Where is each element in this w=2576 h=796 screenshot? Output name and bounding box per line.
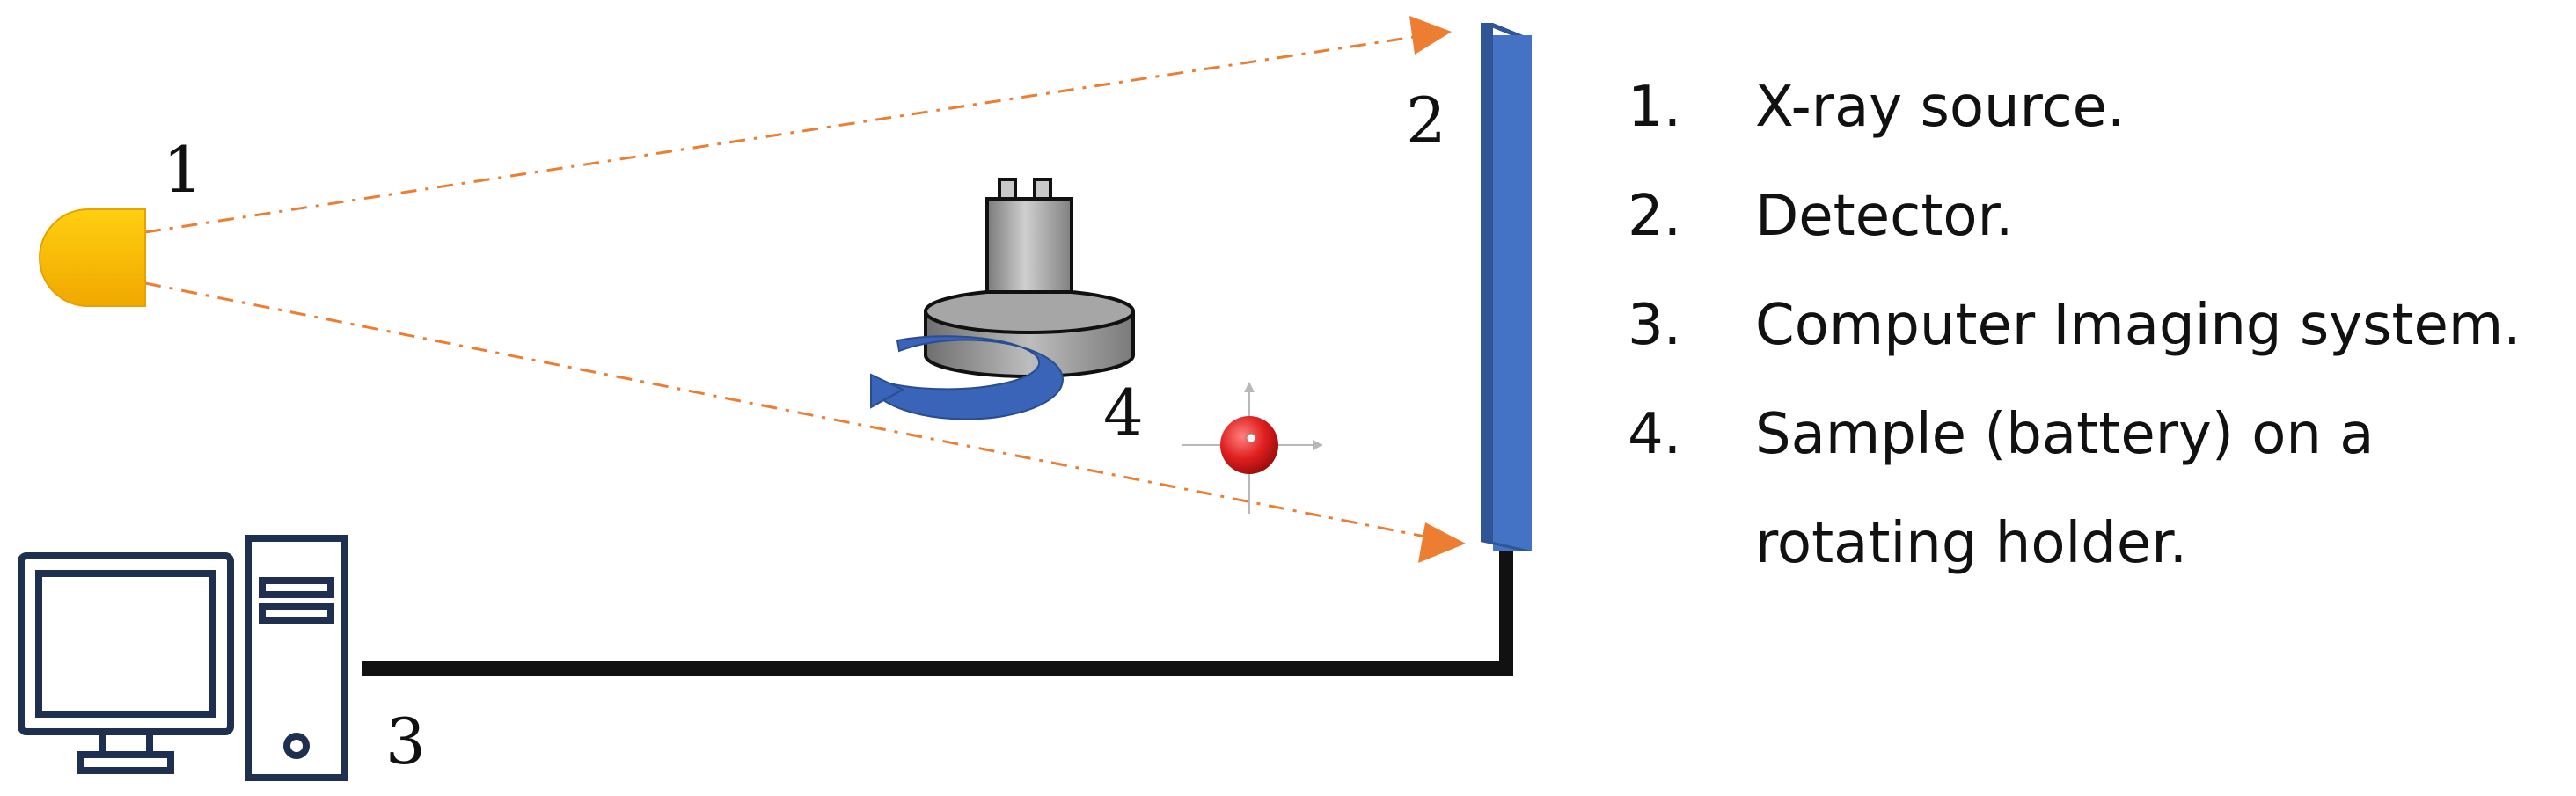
legend-item-number: 3.	[1628, 293, 1682, 358]
legend-item: 4. Sample (battery) on a rotating holder…	[1628, 380, 2573, 598]
marker-ball	[1220, 416, 1278, 474]
lower-beam-arrowhead	[1418, 522, 1466, 563]
detector-top-bevel	[1481, 23, 1532, 39]
battery-icon	[985, 178, 1073, 294]
tower-drive-bay-1	[259, 577, 334, 598]
legend-item-text: Detector.	[1755, 184, 2014, 249]
rotating-holder-icon	[924, 288, 1135, 378]
legend-item-text: X-ray source.	[1755, 75, 2126, 140]
source-number-label: 1	[163, 133, 203, 207]
tower-drive-bay-2	[259, 603, 334, 624]
xray-beams	[144, 33, 1435, 540]
upper-beam-line	[144, 33, 1426, 234]
sample-number-label: 4	[1103, 376, 1144, 449]
legend-item-text: Sample (battery) on a rotating holder.	[1755, 402, 2375, 576]
detector-cable	[362, 551, 1513, 676]
legend-item-text: Computer Imaging system.	[1755, 293, 2521, 358]
legend-item-number: 1.	[1628, 75, 1682, 140]
legend-item: 1. X-ray source.	[1628, 53, 2573, 162]
rotation-arrow-head	[870, 373, 905, 409]
marker-arrow-up	[1244, 382, 1255, 392]
xray-source-icon	[39, 208, 146, 307]
legend-item-number: 4.	[1628, 402, 1682, 467]
holder-top	[924, 288, 1135, 334]
lower-beam-line	[144, 281, 1435, 540]
legend-item: 3. Computer Imaging system.	[1628, 271, 2573, 380]
legend-item-number: 2.	[1628, 184, 1682, 249]
monitor-screen	[35, 570, 216, 718]
legend-item: 2. Detector.	[1628, 162, 2573, 271]
battery-terminal-right	[1033, 178, 1052, 201]
computer-icon	[18, 535, 348, 781]
axis-marker-icon	[1182, 382, 1323, 514]
detector-panel-icon	[1481, 23, 1532, 551]
marker-ball-center	[1246, 433, 1256, 443]
rotation-arrow-band	[879, 335, 1064, 420]
monitor-base	[77, 751, 174, 774]
marker-arrow-right	[1313, 440, 1323, 450]
tower-power-button	[283, 733, 310, 759]
detector-number-label: 2	[1406, 84, 1446, 157]
detector-bottom-bevel	[1481, 542, 1532, 551]
rotation-arrow-icon	[870, 335, 1064, 420]
computer-number-label: 3	[385, 705, 426, 778]
tower-case	[245, 535, 348, 781]
detector-face	[1493, 35, 1532, 551]
detector-side	[1481, 23, 1493, 542]
monitor-outer	[18, 552, 234, 735]
battery-body	[985, 197, 1073, 294]
upper-beam-arrowhead	[1409, 16, 1452, 55]
battery-terminal-left	[998, 178, 1017, 201]
legend-list: 1. X-ray source. 2. Detector. 3. Compute…	[1628, 53, 2573, 598]
